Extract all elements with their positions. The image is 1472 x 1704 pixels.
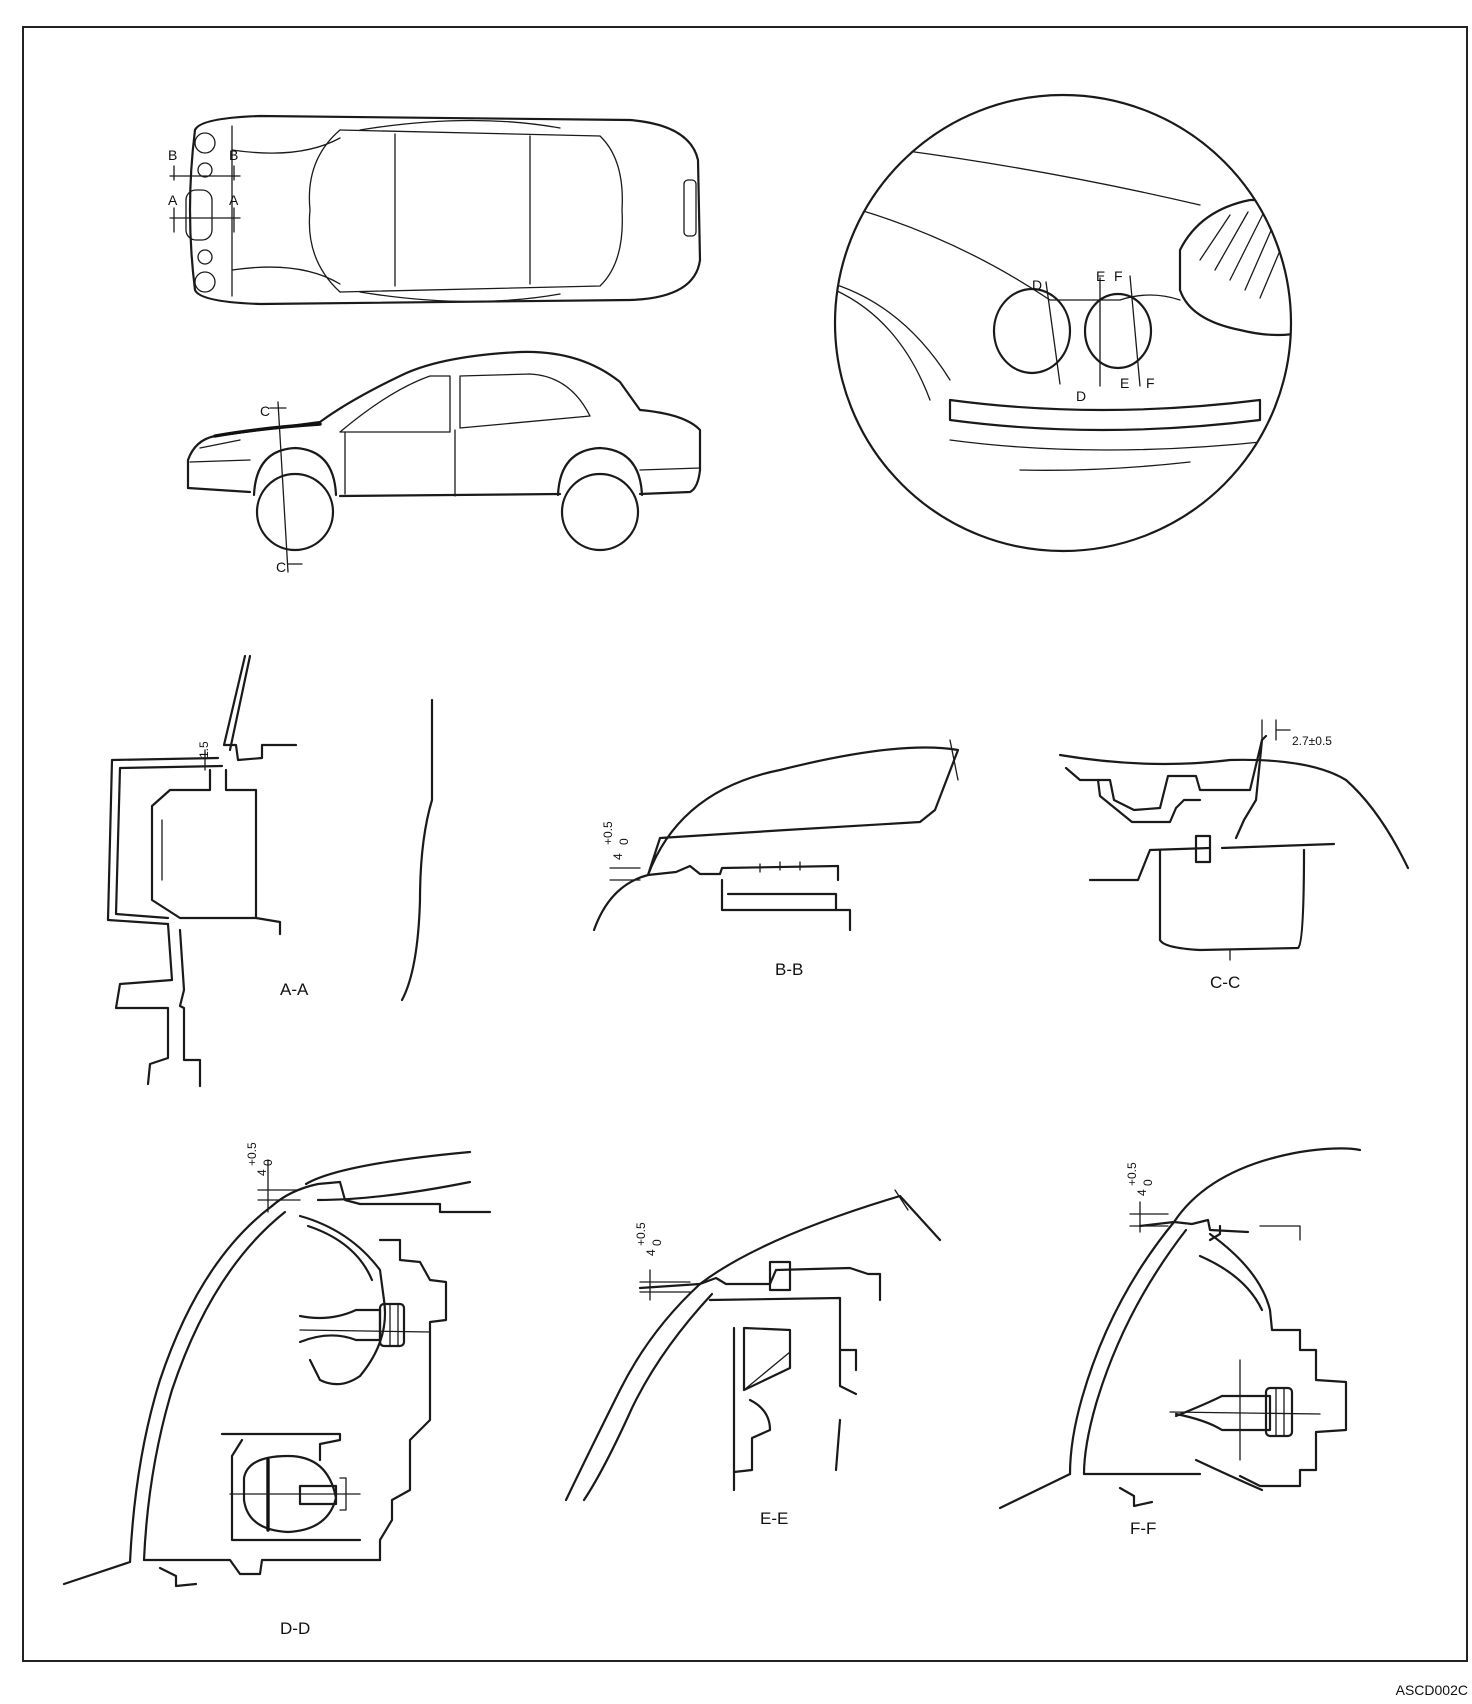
section-marker-f-bottom: F: [1146, 375, 1155, 391]
section-cc: 2.7±0.5 C-C: [1058, 719, 1410, 992]
ee-dim-tol-upper: +0.5: [634, 1222, 648, 1246]
section-aa: 1.5 A-A: [106, 654, 434, 1088]
section-bb-caption: B-B: [775, 960, 803, 979]
ee-dim-main: 4: [644, 1249, 658, 1256]
section-ee: 4 +0.5 0 E-E: [564, 1189, 942, 1528]
ff-dim-main: 4: [1135, 1189, 1149, 1196]
section-ff-caption: F-F: [1130, 1519, 1156, 1538]
section-marker-b-left: B: [168, 147, 177, 163]
dd-dim-tol-lower: 0: [261, 1159, 275, 1166]
section-ff: 4 +0.5 0 F-F: [998, 1147, 1362, 1538]
section-ee-caption: E-E: [760, 1509, 788, 1528]
section-marker-d-top: D: [1032, 277, 1042, 293]
bb-dim-tol-lower: 0: [617, 838, 631, 845]
section-marker-a-right: A: [229, 192, 239, 208]
ee-dim-tol-lower: 0: [650, 1239, 664, 1246]
dd-dim-tol-upper: +0.5: [245, 1142, 259, 1166]
section-dd-caption: D-D: [280, 1619, 310, 1638]
section-bb: 4 +0.5 0 B-B: [592, 739, 960, 979]
section-marker-b-right: B: [229, 147, 238, 163]
ff-dim-tol-lower: 0: [1141, 1179, 1155, 1186]
section-dd: 4 +0.5 0 D-D: [62, 1142, 492, 1638]
section-marker-f-top: F: [1114, 268, 1123, 284]
drawing-frame: [22, 26, 1468, 1662]
document-code: ASCD002C: [1395, 1682, 1468, 1698]
section-cc-caption: C-C: [1210, 973, 1240, 992]
section-aa-caption: A-A: [280, 980, 309, 999]
bb-dim-main: 4: [611, 853, 625, 860]
section-marker-a-left: A: [168, 192, 178, 208]
aa-gap-dimension: 1.5: [197, 741, 211, 758]
section-marker-c-top: C: [260, 403, 270, 419]
section-marker-e-bottom: E: [1120, 375, 1129, 391]
cc-dimension: 2.7±0.5: [1292, 734, 1332, 748]
ff-dim-tol-upper: +0.5: [1125, 1162, 1139, 1186]
section-marker-d-bottom: D: [1076, 388, 1086, 404]
section-marker-e-top: E: [1096, 268, 1105, 284]
front-corner-detail: D E F D E F: [833, 93, 1293, 553]
section-marker-c-bottom: C: [276, 559, 286, 575]
car-top-view: B B A A: [168, 114, 702, 306]
dd-dim-main: 4: [255, 1169, 269, 1176]
bb-dim-tol-upper: +0.5: [601, 821, 615, 845]
car-side-view: C C: [186, 350, 702, 575]
